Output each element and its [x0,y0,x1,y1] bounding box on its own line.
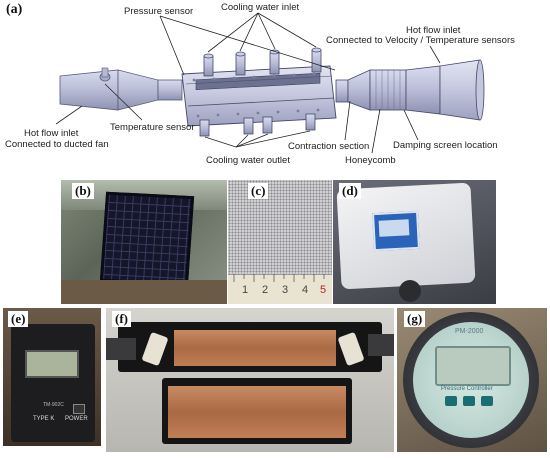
ruler-number-4: 4 [302,284,309,296]
left-contraction [117,69,159,111]
cooling-inlet-pipe-2 [235,53,246,76]
right-contraction [347,69,371,111]
meter-model-text: TM-902C [43,402,64,408]
cooling-outlet-pipe-3 [262,116,273,134]
meter-power-text: POWER [65,416,88,422]
cooling-outlet-pipe-4 [305,113,316,131]
hot-flow-inlet-left-label: Hot flow inlet [24,128,79,139]
cooling-water-inlet-label: Cooling water inlet [221,2,300,13]
cooling-inlet-pipe-1 [203,55,214,77]
hot-flow-inlet-right-sub-label: Connected to Velocity / Temperature sens… [326,35,515,46]
cooling-water-outlet-label: Cooling water outlet [206,155,290,166]
cooling-outlet-pipe-1 [199,119,210,137]
panel-g-label: (g) [404,311,426,327]
gauge-button-2[interactable] [463,396,475,406]
panel-b-label: (b) [72,183,94,199]
thermometer-lcd [25,350,79,378]
temperature-sensor-label: Temperature sensor [110,122,195,133]
gauge-model-text: PM-2000 [455,328,484,335]
ruler-number-3: 3 [282,284,289,296]
transmitter-photo [333,180,496,304]
copper-plates-photo [106,308,394,452]
panel-a-label: (a) [6,2,23,17]
gauge-caption: Pressure Controller [441,386,493,392]
meter-power-switch [73,404,85,414]
gauge-button-1[interactable] [445,396,457,406]
left-connector [157,79,183,101]
damping-screen-photo: 1 2 3 4 5 [228,180,332,304]
panel-e-label: (e) [8,311,29,327]
pressure-gauge-photo: PM-2000 Pressure Controller [397,308,547,452]
channel-window [195,72,321,91]
copper-plate-top [174,330,336,366]
cooling-outlet-pipe-2 [243,117,254,135]
gauge-button-3[interactable] [481,396,493,406]
hot-flow-inlet-right-label: Hot flow inlet [406,25,461,36]
hot-flow-inlet-left-sub-label: Connected to ducted fan [5,139,109,150]
gauge-lcd [435,346,511,386]
ruler-number-2: 2 [262,284,269,296]
honeycomb-label: Honeycomb [345,155,396,166]
damping-screen-location-label: Damping screen location [393,140,498,151]
pressure-sensor-label: Pressure sensor [124,6,194,17]
thermometer-photo: TM-902C TYPE K POWER [3,308,101,446]
panel-d-label: (d) [339,183,361,199]
meter-type-text: TYPE K [33,416,55,422]
cooling-inlet-pipe-3 [269,51,280,75]
cad-wind-tunnel-model [55,12,485,154]
ruler-number-1: 1 [242,284,249,296]
thermometer-body [11,324,95,442]
panel-f-label: (f) [112,311,131,327]
ruler [228,274,332,304]
contraction-section-label: Contraction section [288,141,370,152]
panel-c-label: (c) [248,183,269,199]
ruler-number-5: 5 [320,284,327,296]
honeycomb-block [99,191,195,287]
right-diffuser [439,59,481,121]
cooling-inlet-pipe-4 [311,49,322,73]
right-outlet-duct [405,65,441,115]
copper-plate-bottom [168,386,346,438]
